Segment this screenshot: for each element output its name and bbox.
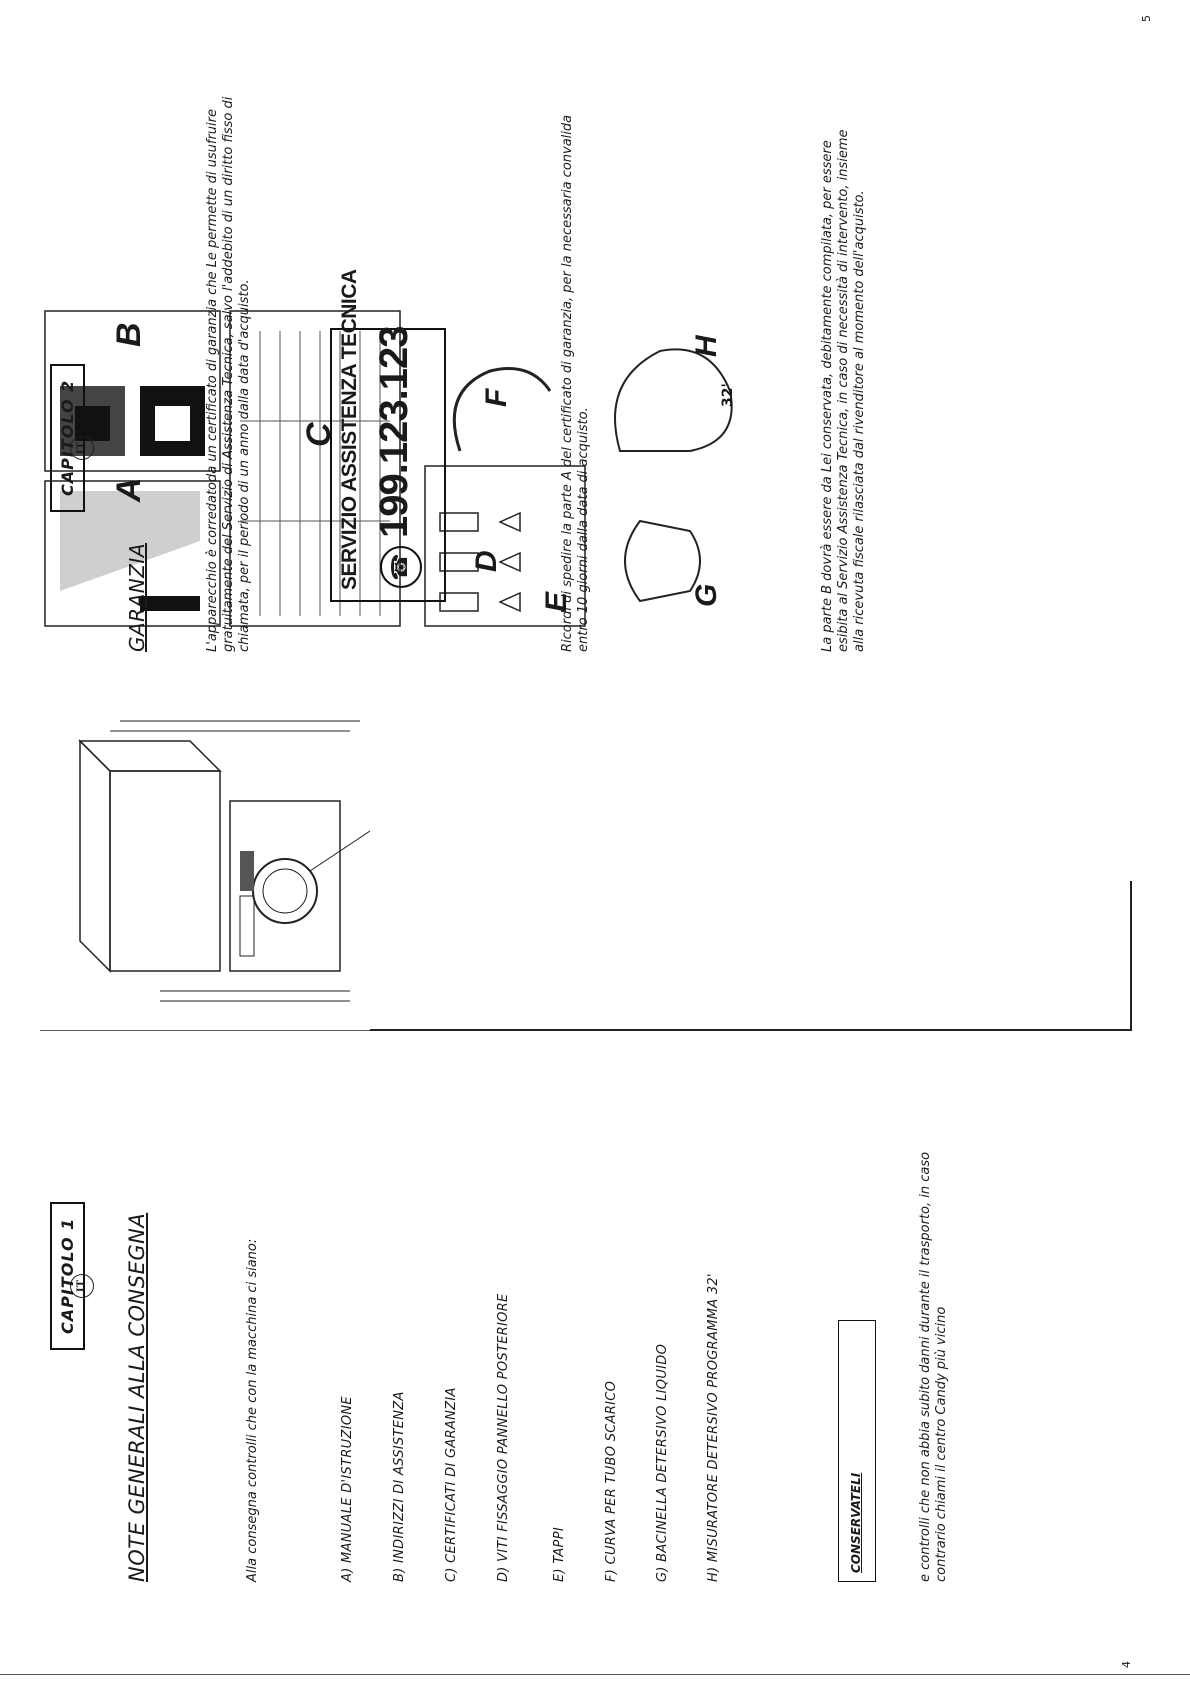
list-item: G) BACINELLA DETERSIVO LIQUIDO	[655, 1343, 670, 1582]
accessories-illustration	[420, 301, 750, 631]
part-a-text: Ricordi di spedire la parte A del certif…	[560, 114, 591, 652]
part-label-h: H	[690, 335, 723, 357]
intro-text: Alla consegna controlli che con la macch…	[245, 1238, 260, 1582]
chapter-heading: CAPITOLO 2	[50, 363, 85, 512]
page-number: 4	[1120, 1661, 1133, 1668]
page-number: 5	[1140, 15, 1153, 22]
list-item: B) INDIRIZZI DI ASSISTENZA	[392, 1391, 407, 1582]
part-b-text: La parte B dovrà essere da Lei conservat…	[820, 129, 867, 652]
list-item: E) TAPPI	[552, 1527, 567, 1582]
list-item: A) MANUALE D'ISTRUZIONE	[340, 1396, 355, 1582]
list-item: C) CERTIFICATI DI GARANZIA	[444, 1387, 459, 1582]
rule	[1130, 881, 1132, 1031]
measure-cup-label: 32'	[720, 383, 736, 407]
part-label-d: D	[470, 550, 503, 572]
washing-machine-illustration	[40, 636, 370, 1031]
closing-text: e controlli che non abbia subito danni d…	[918, 1151, 949, 1582]
keep-box: CONSERVATELI	[838, 1320, 876, 1582]
certificates-illustration	[40, 301, 410, 631]
section-title: NOTE GENERALI ALLA CONSEGNA	[125, 1212, 149, 1582]
list-item: F) CURVA PER TUBO SCARICO	[604, 1380, 619, 1582]
list-item: D) VITI FISSAGGIO PANNELLO POSTERIORE	[496, 1293, 511, 1582]
service-title: SERVIZIO ASSISTENZA TECNICA	[338, 269, 361, 590]
part-label-b: B	[110, 322, 148, 347]
part-label-f: F	[480, 388, 513, 407]
section-title: GARANZIA	[125, 543, 149, 652]
telephone-icon: ☎	[380, 546, 422, 588]
warranty-text: L'apparecchio è corredatoda un certifica…	[205, 96, 252, 652]
list-item: H) MISURATORE DETERSIVO PROGRAMMA 32'	[706, 1273, 721, 1582]
scan-edge	[0, 1674, 1190, 1675]
keep-label: CONSERVATELI	[849, 1472, 863, 1573]
service-phone-box: SERVIZIO ASSISTENZA TECNICA ☎ 199.123.12…	[330, 269, 446, 602]
chapter-heading: CAPITOLO 1	[50, 1201, 85, 1350]
part-label-a: A	[110, 477, 148, 502]
part-label-g: G	[690, 583, 723, 607]
service-phone-number: 199.123.123	[372, 326, 416, 538]
